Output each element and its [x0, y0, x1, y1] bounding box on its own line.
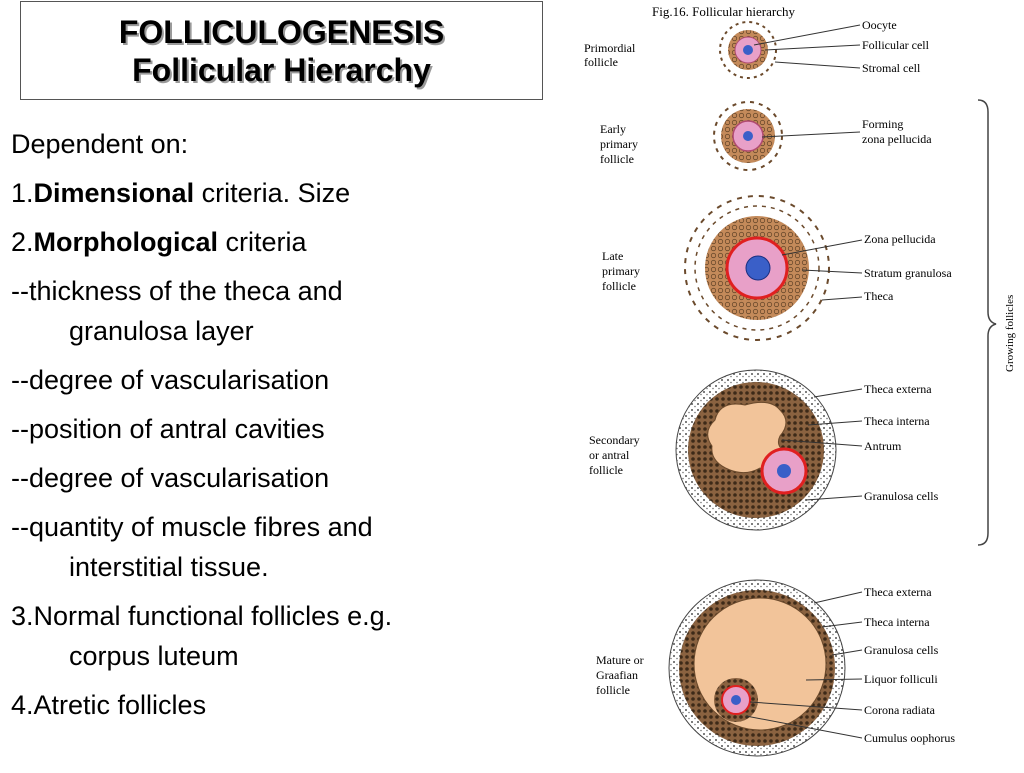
theca: [684, 195, 830, 341]
intro-line: Dependent on:: [11, 129, 189, 159]
secondary-follicle: Secondary or antral follicle Theca exter…: [589, 369, 939, 531]
stage-label-primordial-2: follicle: [584, 55, 618, 69]
item-rest: criteria: [218, 227, 307, 257]
item-bold: Morphological: [33, 227, 219, 257]
nucleus: [745, 255, 771, 281]
figure-caption: Fig.16. Follicular hierarchy: [652, 4, 795, 19]
item-morphological: 2.Morphological criteria: [11, 222, 551, 262]
label-theca: Theca: [864, 289, 894, 303]
nucleus: [777, 464, 791, 478]
sub-muscle-fibres: --quantity of muscle fibres and interstit…: [11, 507, 551, 587]
item-atretic: 4.Atretic follicles: [11, 690, 207, 720]
stage-label-mature-1: Mature or: [596, 653, 644, 667]
liquor-folliculi: [693, 597, 827, 731]
stage-label-late-1: Late: [602, 249, 623, 263]
item-bold: Dimensional: [33, 178, 195, 208]
item-text: 3.Normal functional follicles e.g.: [11, 601, 393, 631]
item-rest: criteria. Size: [194, 178, 351, 208]
label-stromal-cell: Stromal cell: [862, 61, 921, 75]
sub-text: --quantity of muscle fibres and: [11, 512, 373, 542]
title-sub: Follicular Hierarchy: [132, 51, 431, 88]
label-liquor-folliculi: Liquor folliculi: [864, 672, 938, 686]
nucleus: [731, 695, 741, 705]
sub-antral-position: --position of antral cavities: [11, 414, 325, 444]
primordial-follicle: Primordial follicle Oocyte Follicular ce…: [584, 18, 930, 79]
stromal-cells: [719, 21, 777, 79]
label-zona-pellucida-forming: zona pellucida: [862, 132, 932, 146]
stage-label-secondary-3: follicle: [589, 463, 623, 477]
label-granulosa-cells: Granulosa cells: [864, 489, 939, 503]
follicle-figure: Fig.16. Follicular hierarchy Primordial …: [570, 0, 1024, 768]
stage-label-early-1: Early: [600, 122, 626, 136]
nucleus: [743, 131, 753, 141]
label-stratum-granulosa: Stratum granulosa: [864, 266, 952, 280]
stage-label-early-3: follicle: [600, 152, 634, 166]
sub-text: --thickness of the theca and: [11, 276, 343, 306]
stage-label-late-3: follicle: [602, 279, 636, 293]
item-number: 2.: [11, 227, 34, 257]
label-granulosa-cells: Granulosa cells: [864, 643, 939, 657]
sub-vascularisation-1: --degree of vascularisation: [11, 365, 330, 395]
stage-label-early-2: primary: [600, 137, 638, 151]
sub-vascularisation-2: --degree of vascularisation: [11, 463, 330, 493]
item-text-cont: corpus luteum: [69, 641, 239, 671]
label-theca-externa: Theca externa: [864, 382, 932, 396]
item-normal-follicles: 3.Normal functional follicles e.g. corpus…: [11, 596, 551, 676]
bullet-list: Dependent on: 1.Dimensional criteria. Si…: [11, 124, 551, 734]
stage-label-secondary-1: Secondary: [589, 433, 640, 447]
growing-follicles-bracket: Growing follicles: [977, 99, 1016, 546]
label-antrum: Antrum: [864, 439, 902, 453]
title-box: FOLLICULOGENESIS Follicular Hierarchy: [20, 1, 543, 100]
stage-label-secondary-2: or antral: [589, 448, 630, 462]
label-theca-interna: Theca interna: [864, 414, 930, 428]
label-forming: Forming: [862, 117, 903, 131]
item-number: 1.: [11, 178, 34, 208]
stage-label-primordial-1: Primordial: [584, 41, 636, 55]
label-cumulus-oophorus: Cumulus oophorus: [864, 731, 955, 745]
late-primary-follicle: Late primary follicle Zona pellucida Str…: [602, 195, 952, 341]
stage-label-mature-2: Graafian: [596, 668, 638, 682]
bracket-label: Growing follicles: [1004, 295, 1016, 372]
label-corona-radiata: Corona radiata: [864, 703, 936, 717]
stage-label-late-2: primary: [602, 264, 640, 278]
title-main: FOLLICULOGENESIS: [118, 13, 445, 50]
sub-text-cont: interstitial tissue.: [69, 552, 269, 582]
sub-text-cont: granulosa layer: [69, 316, 254, 346]
graafian-follicle: Mature or Graafian follicle Theca extern…: [596, 579, 955, 757]
label-follicular-cell: Follicular cell: [862, 38, 930, 52]
nucleus: [743, 45, 753, 55]
item-dimensional: 1.Dimensional criteria. Size: [11, 173, 551, 213]
stage-label-mature-3: follicle: [596, 683, 630, 697]
sub-thickness: --thickness of the theca and granulosa la…: [11, 271, 551, 351]
label-theca-interna: Theca interna: [864, 615, 930, 629]
label-oocyte: Oocyte: [862, 18, 897, 32]
early-primary-follicle: Early primary follicle Forming zona pell…: [600, 101, 932, 171]
label-zona-pellucida: Zona pellucida: [864, 232, 936, 246]
label-theca-externa: Theca externa: [864, 585, 932, 599]
